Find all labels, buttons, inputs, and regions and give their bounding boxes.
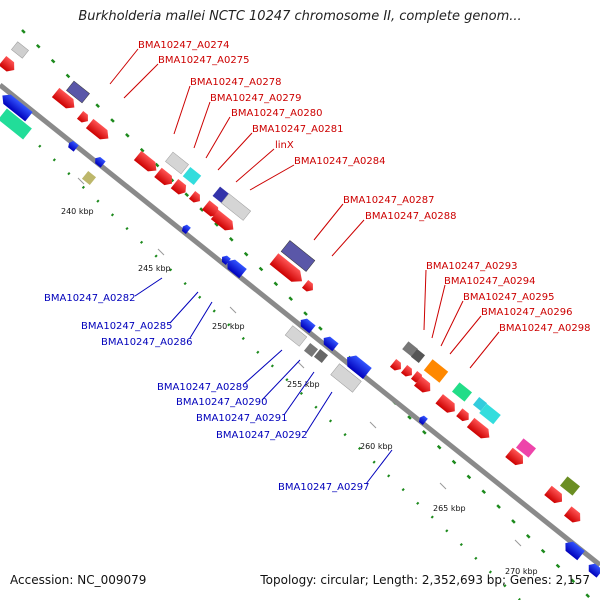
gene-box-pink[interactable] [516, 438, 536, 458]
gene-label[interactable]: BMA10247_A0290 [176, 397, 267, 408]
gene-arrow[interactable] [544, 485, 566, 507]
summary-label: Topology: circular; Length: 2,352,693 bp… [260, 573, 590, 587]
gene-box-cyan[interactable] [472, 396, 488, 412]
gene-label[interactable]: BMA10247_A0280 [231, 108, 322, 119]
tick-label-255: 255 kbp [287, 380, 320, 389]
inner-tick-ring [9, 117, 521, 600]
gene-arrow[interactable] [435, 394, 458, 416]
gene-box-darkgrey[interactable] [313, 348, 329, 364]
accession-label: Accession: NC_009079 [10, 573, 147, 587]
gene-arrow[interactable] [188, 190, 203, 205]
gene-box-cyan[interactable] [479, 403, 501, 425]
gene-arrow[interactable] [564, 506, 584, 525]
gene-box-grey[interactable] [220, 193, 252, 221]
gene-box-grey[interactable] [11, 41, 29, 59]
gene-arrow[interactable] [220, 254, 231, 265]
gene-arrow[interactable] [298, 316, 316, 334]
gene-label[interactable]: BMA10247_A0278 [190, 77, 281, 88]
tick-label-265: 265 kbp [433, 504, 466, 513]
gene-arrow[interactable] [321, 334, 339, 352]
tick-marks [77, 177, 522, 547]
gene-box-olive[interactable] [560, 476, 580, 496]
gene-arrow[interactable] [210, 209, 237, 234]
gene-label[interactable]: BMA10247_A0289 [157, 382, 248, 393]
gene-arrow[interactable] [301, 279, 316, 294]
gene-arrow[interactable] [562, 538, 585, 561]
gene-arrow[interactable] [269, 253, 307, 286]
reverse-gene-labels: BMA10247_A0282 BMA10247_A0285 BMA10247_A… [44, 293, 369, 493]
gene-label[interactable]: BMA10247_A0279 [210, 93, 301, 104]
tick-label-260: 260 kbp [360, 442, 393, 451]
gene-arrow[interactable] [93, 155, 106, 168]
gene-arrow[interactable] [67, 140, 79, 152]
gene-arrow[interactable] [133, 150, 160, 175]
gene-label[interactable]: BMA10247_A0291 [196, 413, 287, 424]
gene-arrow[interactable] [466, 417, 493, 442]
gene-label[interactable]: BMA10247_A0281 [252, 124, 343, 135]
gene-label[interactable]: linX [275, 140, 294, 151]
gene-box-purple[interactable] [66, 80, 90, 104]
gene-label[interactable]: BMA10247_A0286 [101, 337, 192, 348]
gene-arrow[interactable] [170, 178, 189, 197]
tick-label-250: 250 kbp [212, 322, 245, 331]
gene-box-orange[interactable] [423, 359, 449, 383]
gene-label[interactable]: BMA10247_A0295 [463, 292, 554, 303]
reverse-leader-lines [134, 277, 393, 485]
gene-arrow[interactable] [414, 376, 434, 395]
gene-label[interactable]: BMA10247_A0292 [216, 430, 307, 441]
gene-arrow[interactable] [202, 200, 222, 219]
gene-arrow[interactable] [400, 364, 415, 379]
gene-label[interactable]: BMA10247_A0287 [343, 195, 434, 206]
reverse-genes[interactable] [0, 91, 600, 578]
forward-gene-labels: BMA10247_A0274 BMA10247_A0275 BMA10247_A… [138, 40, 590, 334]
gene-label[interactable]: BMA10247_A0285 [81, 321, 172, 332]
gene-arrow[interactable] [417, 414, 428, 425]
gene-box-khaki[interactable] [81, 170, 97, 186]
tick-label-240: 240 kbp [61, 207, 94, 216]
gene-arrow[interactable] [85, 118, 112, 143]
gene-label[interactable]: BMA10247_A0297 [278, 482, 369, 493]
gene-label[interactable]: BMA10247_A0298 [499, 323, 590, 334]
gene-box-grey[interactable] [284, 325, 308, 347]
forward-genes[interactable] [0, 41, 584, 526]
gene-arrow[interactable] [51, 87, 78, 112]
gene-label[interactable]: BMA10247_A0294 [444, 276, 535, 287]
gene-box-purple[interactable] [280, 240, 316, 272]
map-title: Burkholderia mallei NCTC 10247 chromosom… [78, 9, 522, 24]
gene-box-green[interactable] [0, 108, 32, 140]
gene-arrow[interactable] [154, 167, 176, 189]
gene-label[interactable]: BMA10247_A0296 [481, 307, 572, 318]
gene-arrow[interactable] [456, 408, 472, 423]
gene-arrow[interactable] [389, 358, 404, 373]
gene-label[interactable]: BMA10247_A0284 [294, 156, 385, 167]
tick-label-245: 245 kbp [138, 264, 171, 273]
gene-box-darkgrey[interactable] [410, 348, 426, 364]
gene-box-darkgrey[interactable] [303, 342, 319, 358]
gene-box-cyan[interactable] [182, 166, 202, 186]
gene-label[interactable]: BMA10247_A0282 [44, 293, 135, 304]
gene-label[interactable]: BMA10247_A0274 [138, 40, 229, 51]
gene-arrow[interactable] [180, 223, 191, 234]
gene-arrow[interactable] [586, 561, 600, 578]
gene-arrow[interactable] [343, 352, 372, 379]
gene-arrow[interactable] [224, 256, 247, 279]
tick-label-270: 270 kbp [505, 567, 538, 576]
gene-arrow[interactable] [505, 447, 527, 469]
gene-arrow[interactable] [76, 110, 91, 125]
gene-box-grey[interactable] [330, 363, 362, 393]
gene-box-green[interactable] [452, 382, 472, 402]
gene-label[interactable]: BMA10247_A0293 [426, 261, 517, 272]
gene-box-grey[interactable] [165, 151, 189, 175]
gene-label[interactable]: BMA10247_A0288 [365, 211, 456, 222]
gene-label[interactable]: BMA10247_A0275 [158, 55, 249, 66]
gene-box-darkgrey[interactable] [402, 341, 418, 357]
gene-arrow[interactable] [0, 55, 18, 75]
forward-leader-lines [109, 48, 500, 369]
gene-arrow[interactable] [0, 91, 33, 122]
